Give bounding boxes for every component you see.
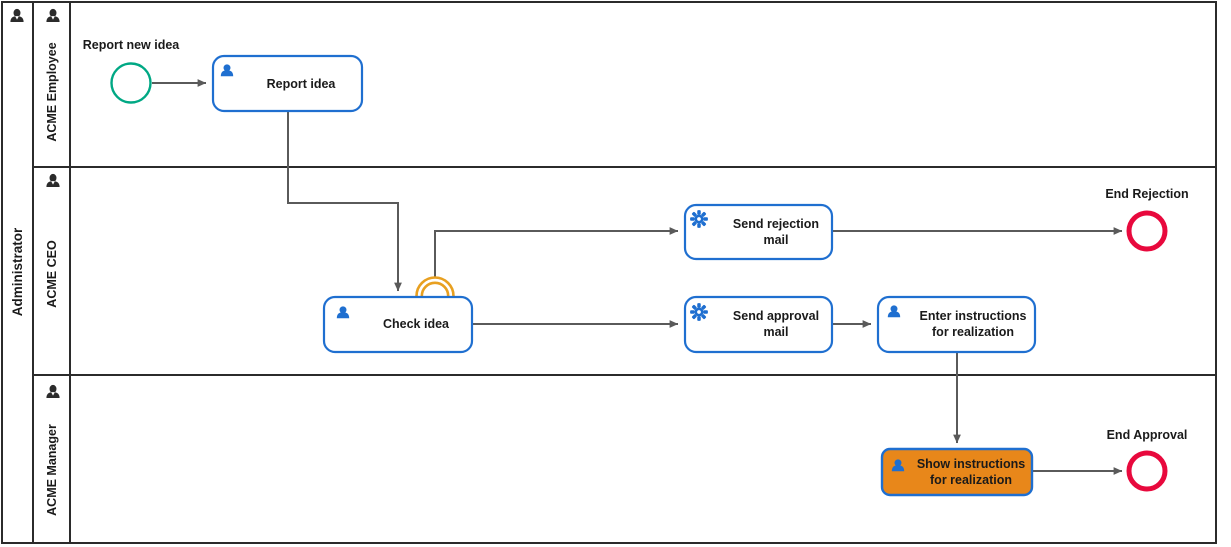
end-event-approval-label: End Approval	[1107, 428, 1188, 442]
user-icon	[10, 8, 24, 22]
lane-header-employee[interactable]: ACME Employee	[45, 8, 60, 142]
end-event-rejection-label: End Rejection	[1105, 187, 1188, 201]
task-show-instructions-for-realization[interactable]: Show instructions for realization	[880, 447, 1034, 497]
task-report-idea[interactable]: Report idea	[211, 54, 364, 113]
task-send-approval-mail-line-2: mail	[763, 325, 788, 339]
task-check-idea-label: Check idea	[383, 317, 450, 331]
end-event-rejection[interactable]: End Rejection	[1105, 187, 1189, 252]
end-event-approval[interactable]: End Approval	[1107, 428, 1188, 492]
pool-label: Administrator	[10, 227, 25, 316]
lane-label-ceo: ACME CEO	[45, 240, 59, 308]
start-event-label: Report new idea	[83, 38, 181, 52]
sequence-flows	[152, 79, 1123, 475]
user-icon	[46, 384, 60, 398]
pool-header[interactable]: Administrator	[10, 8, 25, 316]
start-event-report-new-idea[interactable]: Report new idea	[83, 38, 181, 104]
lane-header-ceo[interactable]: ACME CEO	[45, 173, 60, 308]
flow-report-idea-to-check-idea[interactable]	[287, 110, 402, 292]
lane-header-manager[interactable]: ACME Manager	[45, 384, 60, 516]
task-enter-instructions-line-1: Enter instructions	[920, 309, 1027, 323]
task-send-approval-mail-line-1: Send approval	[733, 309, 819, 323]
task-send-rejection-mail-line-2: mail	[763, 233, 788, 247]
lane-label-manager: ACME Manager	[45, 424, 59, 516]
task-send-rejection-mail[interactable]: Send rejection mail	[683, 203, 834, 261]
task-send-approval-mail[interactable]: Send approval mail	[683, 295, 834, 354]
task-enter-instructions-for-realization[interactable]: Enter instructions for realization	[876, 295, 1037, 354]
task-enter-instructions-line-2: for realization	[932, 325, 1014, 339]
user-icon	[46, 173, 60, 187]
task-show-instructions-line-2: for realization	[930, 473, 1012, 487]
flow-boundary-to-send-rejection-mail[interactable]	[434, 227, 679, 277]
user-icon	[46, 8, 60, 22]
task-report-idea-label: Report idea	[267, 77, 337, 91]
task-show-instructions-line-1: Show instructions	[917, 457, 1025, 471]
task-check-idea[interactable]: Check idea	[322, 295, 474, 354]
task-send-rejection-mail-line-1: Send rejection	[733, 217, 819, 231]
lane-label-employee: ACME Employee	[45, 42, 59, 141]
